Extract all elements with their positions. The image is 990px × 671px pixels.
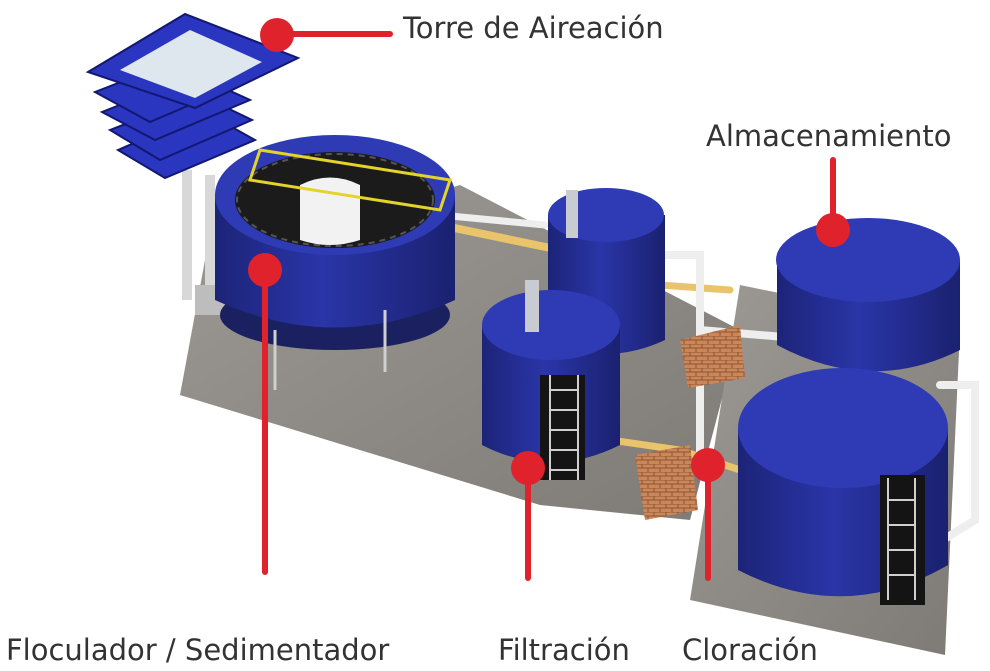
label-torre-de-aireacion: Torre de Aireación [403,11,664,45]
filtration-tank-front [482,280,620,480]
callout-almacenamiento [816,157,850,247]
label-almacenamiento: Almacenamiento [706,119,952,153]
callout-filtracion [511,451,545,581]
label-cloracion: Cloración [682,633,818,667]
chlorination-box [635,325,745,520]
label-floculador-sedimentador: Floculador / Sedimentador [6,633,390,667]
callout-cloracion [691,448,725,581]
callout-floculador [248,253,282,575]
storage-tank-front [738,368,948,605]
flocculator-tank [215,135,455,390]
storage-tank-back [776,218,960,372]
callout-torre [260,18,393,52]
label-filtracion: Filtración [498,633,630,667]
